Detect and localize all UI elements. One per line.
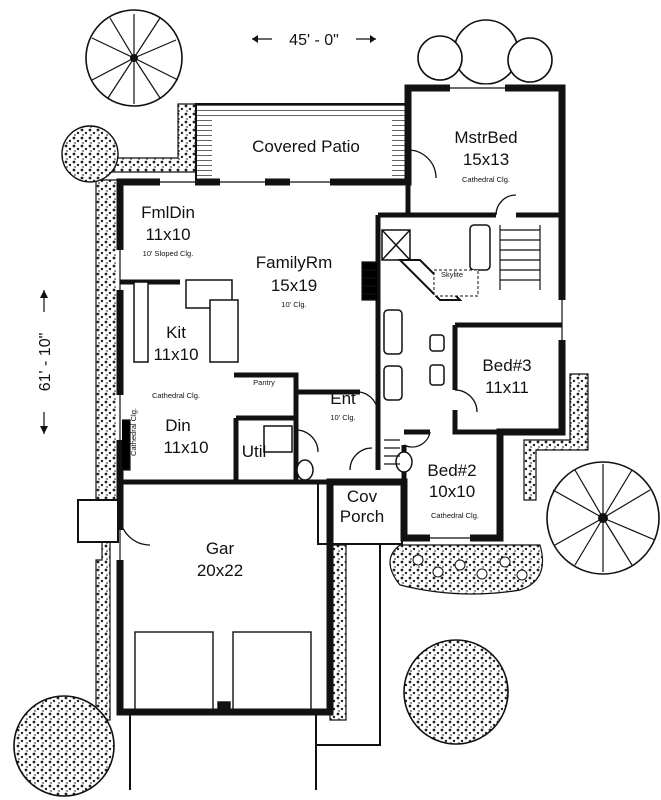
garage-name: Gar — [206, 539, 235, 558]
pantry-label: Pantry — [253, 378, 275, 387]
door-swings — [119, 149, 517, 546]
window-lines — [119, 87, 563, 560]
dimension-width: 45' - 0" — [252, 32, 376, 49]
covered-patio-label: Covered Patio — [252, 137, 360, 156]
shrub-bottom-right — [403, 639, 509, 745]
master-bed-note: Cathedral Clg. — [462, 175, 510, 184]
garage-size: 20x22 — [197, 561, 243, 580]
dimension-depth: 61' - 10" — [37, 290, 54, 434]
depth-label: 61' - 10" — [37, 333, 54, 392]
bed3-size: 11x11 — [485, 378, 529, 397]
tree-top-left — [85, 9, 183, 107]
tree-right — [546, 461, 660, 575]
covered-patio — [195, 103, 409, 181]
skylite-label: Skylite — [441, 270, 463, 279]
family-dining-note: 10' Sloped Clg. — [143, 249, 194, 258]
bed2-name: Bed#2 — [427, 461, 476, 480]
master-bed-name: MstrBed — [454, 128, 517, 147]
exterior-wall — [116, 84, 566, 716]
family-dining-size: 11x10 — [145, 225, 190, 244]
hedge-left — [95, 179, 119, 721]
bed2-note: Cathedral Clg. — [431, 511, 479, 520]
utility-label: Util — [242, 442, 267, 461]
kitchen-note: Cathedral Clg. — [152, 391, 200, 400]
interior-walls — [120, 182, 562, 485]
dining-note: Cathedral Clg. — [129, 408, 138, 456]
dining-size: 11x10 — [163, 438, 208, 457]
dining-name: Din — [165, 416, 191, 435]
family-dining-name: FmlDin — [141, 203, 195, 222]
shrub-bottom-left — [13, 695, 115, 797]
bed3-name: Bed#3 — [482, 356, 531, 375]
skylite-box — [433, 269, 479, 297]
covered-porch-line1: Cov — [347, 487, 378, 506]
kitchen-name: Kit — [166, 323, 186, 342]
covered-porch-line2: Porch — [340, 507, 384, 526]
landscaping — [13, 9, 660, 797]
hedge-right — [523, 373, 589, 501]
shrub-top-right — [417, 19, 553, 85]
shrub-left — [61, 125, 119, 183]
flower-bed — [389, 544, 544, 595]
entry-name: Ent — [330, 389, 356, 408]
front-walk — [316, 543, 381, 746]
closet-shelving — [122, 225, 541, 471]
kitchen-size: 11x10 — [153, 345, 198, 364]
family-room-size: 15x19 — [271, 276, 317, 295]
fixtures — [133, 224, 491, 481]
family-room-note: 10' Clg. — [281, 300, 306, 309]
master-bed-size: 15x13 — [463, 150, 509, 169]
family-room-name: FamilyRm — [256, 253, 333, 272]
entry-note: 10' Clg. — [330, 413, 355, 422]
garage-doors — [134, 631, 312, 713]
driveway — [129, 712, 317, 790]
bed2-size: 10x10 — [429, 482, 475, 501]
garage-stoop — [77, 499, 119, 543]
flower-bed-plants — [412, 554, 528, 581]
width-label: 45' - 0" — [289, 32, 339, 49]
